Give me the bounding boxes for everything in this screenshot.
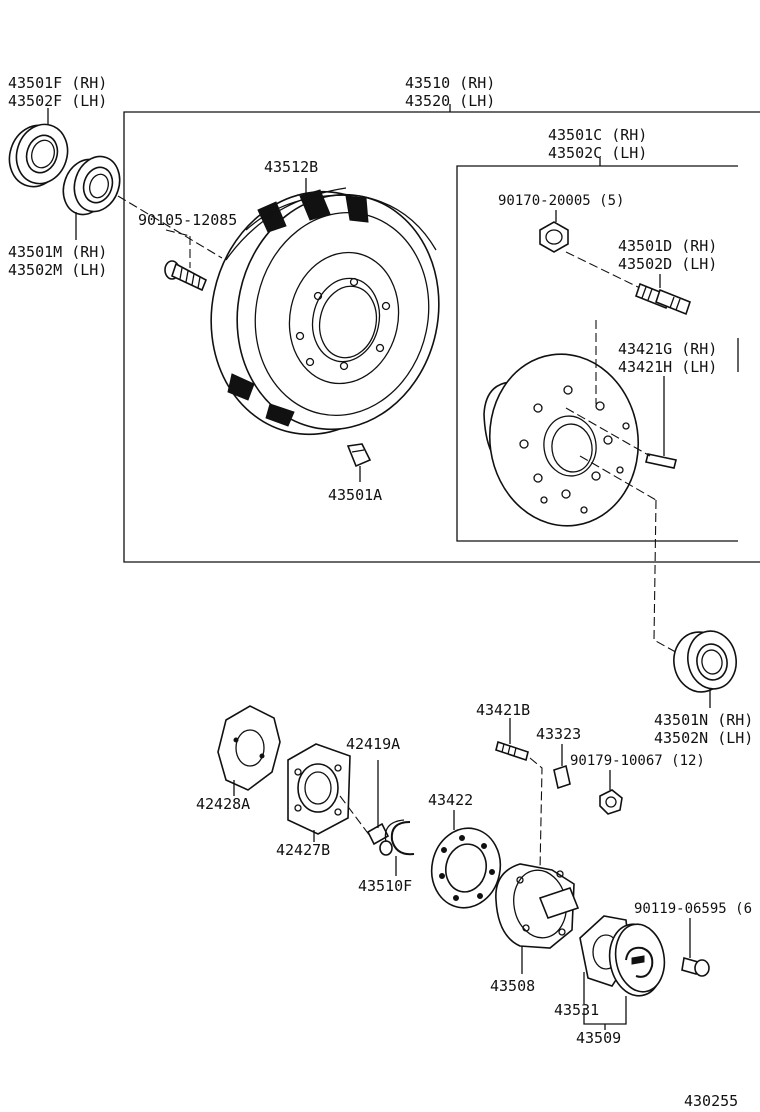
pin-43421G bbox=[645, 453, 677, 469]
bolt-90105-12085 bbox=[164, 260, 208, 292]
housing-42427B bbox=[287, 743, 351, 835]
stud-43421B bbox=[495, 740, 529, 762]
dash-43421B bbox=[529, 757, 543, 871]
plate-42428A bbox=[217, 705, 281, 791]
dash-hub-axis bbox=[579, 455, 657, 501]
diagram-code: 430255 bbox=[684, 1092, 738, 1110]
label-90170-20005: 90170-20005 (5) bbox=[498, 193, 624, 209]
bearing-43501M bbox=[62, 155, 121, 216]
label-43422: 43422 bbox=[428, 791, 473, 809]
label-43531: 43531 bbox=[554, 1001, 599, 1019]
bolt-90119-06595 bbox=[681, 956, 710, 977]
nut-90170-20005 bbox=[539, 221, 569, 253]
stud-43501D bbox=[635, 282, 691, 316]
label-43421G: 43421G (RH) bbox=[618, 340, 717, 358]
label-43509: 43509 bbox=[576, 1029, 621, 1047]
drum-assembly-frame bbox=[123, 111, 760, 563]
dash-bolt-2 bbox=[165, 229, 191, 237]
hub-body-43508 bbox=[495, 863, 580, 949]
dash-42419A bbox=[339, 795, 371, 837]
dash-hub-to-bearing bbox=[653, 499, 691, 661]
labels: 43501F (RH) 43502F (LH) 43510 (RH) 43520… bbox=[8, 74, 753, 1110]
brake-drum-43512B bbox=[210, 187, 440, 436]
label-43510: 43510 (RH) bbox=[405, 74, 495, 92]
label-42419A: 42419A bbox=[346, 735, 400, 753]
label-43501N: 43501N (RH) bbox=[654, 711, 753, 729]
cover-43509 bbox=[608, 923, 666, 997]
label-43502M: 43502M (LH) bbox=[8, 261, 107, 279]
oil-seal-43501F bbox=[8, 123, 69, 188]
label-43502F: 43502F (LH) bbox=[8, 92, 107, 110]
clip-43501A bbox=[346, 443, 372, 468]
label-42427B: 42427B bbox=[276, 841, 330, 859]
label-43502D: 43502D (LH) bbox=[618, 255, 717, 273]
label-43501A: 43501A bbox=[328, 486, 382, 504]
label-43501D: 43501D (RH) bbox=[618, 237, 717, 255]
snap-ring-43510F bbox=[384, 819, 415, 856]
label-43520: 43520 (LH) bbox=[405, 92, 495, 110]
label-43502N: 43502N (LH) bbox=[654, 729, 753, 747]
label-90179-10067: 90179-10067 (12) bbox=[570, 753, 705, 769]
label-43508: 43508 bbox=[490, 977, 535, 995]
gasket-43422 bbox=[430, 827, 502, 909]
label-43421H: 43421H (LH) bbox=[618, 358, 717, 376]
label-43501C: 43501C (RH) bbox=[548, 126, 647, 144]
label-43421B: 43421B bbox=[476, 701, 530, 719]
hub-assembly-frame bbox=[456, 165, 738, 542]
label-90119-06595: 90119-06595 (6 bbox=[634, 901, 752, 917]
label-43501F: 43501F (RH) bbox=[8, 74, 107, 92]
dash-pin-to-hub bbox=[565, 407, 651, 457]
label-90105-12085: 90105-12085 bbox=[138, 211, 237, 229]
bolt-42419A bbox=[366, 822, 393, 856]
nut-90179-10067 bbox=[599, 789, 623, 815]
dash-bearing-to-drum bbox=[117, 195, 223, 259]
label-43501M: 43501M (RH) bbox=[8, 243, 107, 261]
cap-43323 bbox=[553, 764, 571, 790]
label-43323: 43323 bbox=[536, 725, 581, 743]
dash-nut-to-stud bbox=[565, 251, 641, 289]
hub-flange bbox=[483, 353, 640, 527]
label-43512B: 43512B bbox=[264, 158, 318, 176]
bearing-43501N bbox=[673, 630, 737, 693]
label-43510F: 43510F bbox=[358, 877, 412, 895]
label-42428A: 42428A bbox=[196, 795, 250, 813]
label-43502C: 43502C (LH) bbox=[548, 144, 647, 162]
